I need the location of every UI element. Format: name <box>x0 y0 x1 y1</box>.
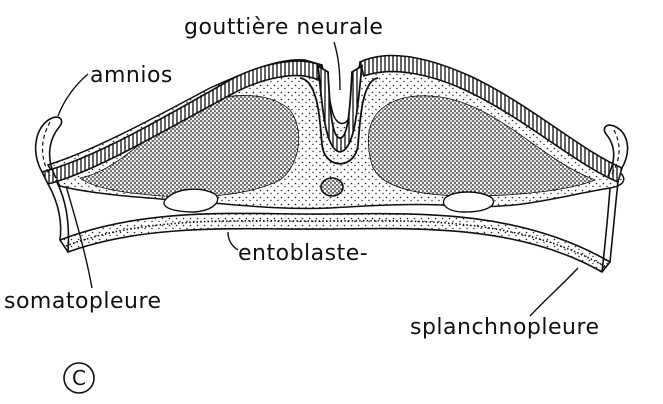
label-somatopleure: somatopleure <box>4 289 162 314</box>
right-coelom <box>444 192 494 212</box>
leader-splanchnopleure <box>530 268 578 316</box>
label-amnios: amnios <box>90 63 173 88</box>
leader-neural-groove <box>334 42 340 90</box>
leader-entoblaste <box>228 232 238 250</box>
notochord <box>321 178 343 196</box>
label-neural-groove: gouttière neurale <box>184 15 383 40</box>
panel-letter: C <box>72 366 86 390</box>
leader-amnios <box>58 74 88 116</box>
label-splanchnopleure: splanchnopleure <box>410 315 600 340</box>
label-entoblaste: entoblaste- <box>238 241 368 266</box>
